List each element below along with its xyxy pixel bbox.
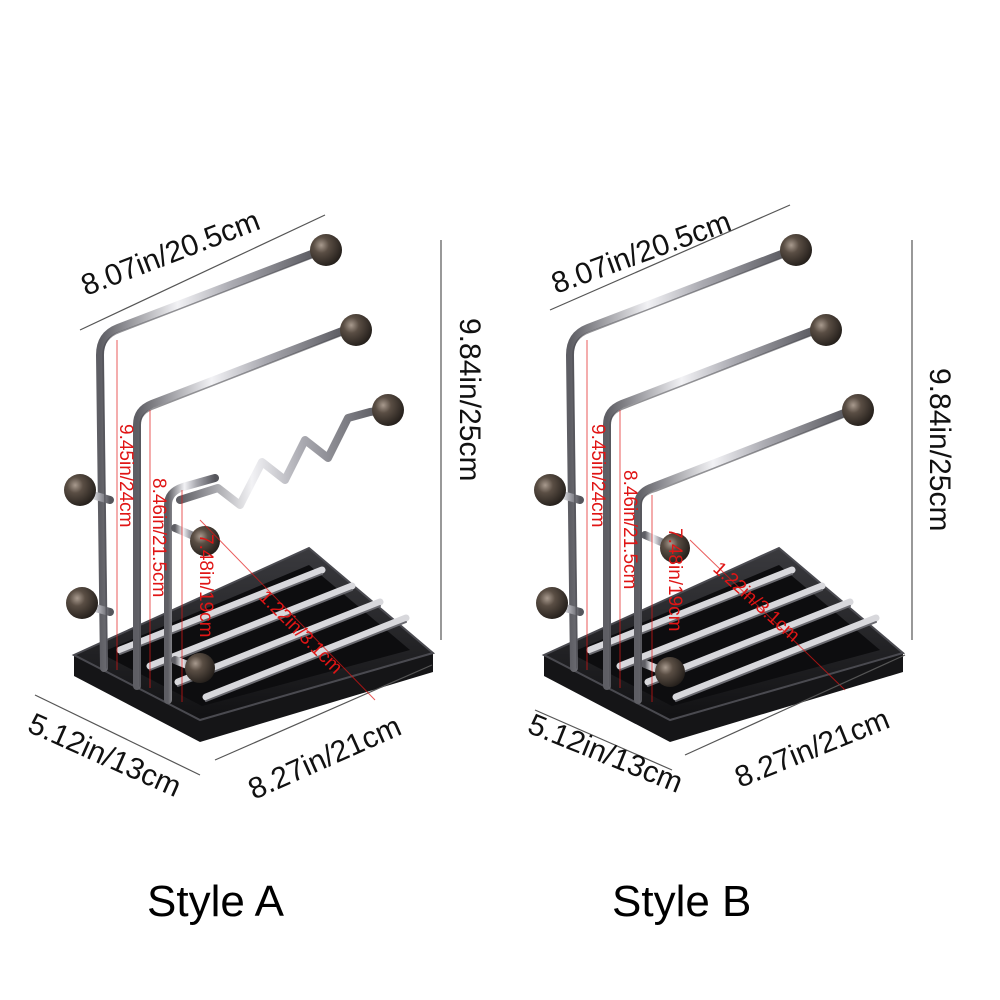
rack-illustration-b [534, 234, 903, 742]
dimension-base-width-a: 8.27in/21cm [243, 710, 406, 807]
dimension-low-bar-a: 7.48in/19cm [195, 534, 216, 638]
dimension-mid-bar-a: 8.46in/21.5cm [148, 478, 169, 597]
dimension-lines-a [34, 214, 442, 776]
dimension-height-b: 9.84in/25cm [923, 368, 956, 531]
dimension-low-bar-b: 7.48in/19cm [664, 528, 685, 632]
style-label-a: Style A [147, 877, 285, 926]
knob-icon [64, 234, 404, 683]
dimension-mid-bar-b: 8.46in/21.5cm [619, 470, 640, 589]
product-style-a: 8.07in/20.5cm 9.84in/25cm 5.12in/13cm 8.… [23, 204, 486, 926]
dimension-lines-b [534, 204, 913, 771]
product-style-b: 8.07in/20.5cm 9.84in/25cm 5.12in/13cm 8.… [523, 204, 956, 926]
dimension-tall-bar-b: 9.45in/24cm [587, 424, 608, 528]
knob-icon [534, 234, 874, 687]
rack-illustration-a [64, 234, 433, 742]
style-label-b: Style B [612, 877, 751, 926]
dimension-tall-bar-a: 9.45in/24cm [115, 424, 136, 528]
dimension-height-a: 9.84in/25cm [453, 318, 486, 481]
